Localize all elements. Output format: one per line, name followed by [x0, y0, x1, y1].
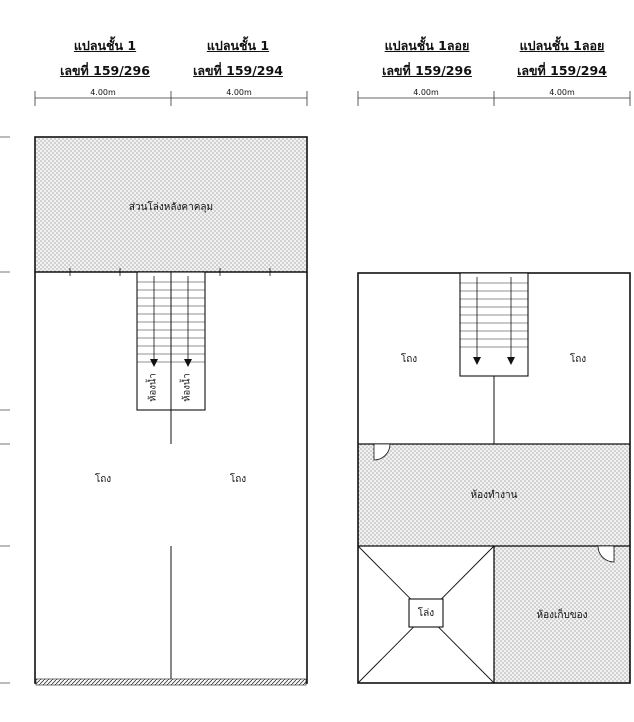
label-hall-ground-left: โถง — [94, 474, 112, 485]
rear-yard-area — [35, 137, 307, 272]
dim-ground-right: 4.00m — [226, 88, 252, 97]
dim-mezz-left: 4.00m — [413, 88, 439, 97]
label-void: โล่ง — [417, 608, 435, 619]
title-mezz-296: แปลนชั้น 1ลอย เลขที่ 159/296 — [367, 36, 487, 81]
label-wc-right: ห้องน้ำ — [181, 373, 193, 402]
stair-treads-ground — [137, 281, 205, 363]
dim-mezz-right: 4.00m — [549, 88, 575, 97]
door-swing-workroom — [373, 443, 391, 461]
storeroom-area — [494, 546, 630, 683]
title-ground-294-line2: เลขที่ 159/294 — [193, 63, 283, 78]
dim-ground-left: 4.00m — [90, 88, 116, 97]
void-area — [357, 545, 495, 684]
title-mezz-294-line2: เลขที่ 159/294 — [517, 63, 607, 78]
mezzanine-plan — [357, 272, 631, 684]
dimension-line-ground — [34, 91, 308, 106]
dimension-line-mezzanine — [357, 91, 631, 106]
label-hall-mezz-left: โถง — [400, 354, 418, 365]
label-wc-left: ห้องน้ำ — [147, 373, 159, 402]
title-ground-294-line1: แปลนชั้น 1 — [206, 38, 270, 53]
workroom-area — [358, 444, 630, 546]
stair-block-mezzanine — [459, 272, 529, 377]
front-threshold — [35, 678, 307, 686]
title-ground-296-line1: แปลนชั้น 1 — [73, 38, 137, 53]
title-mezz-294: แปลนชั้น 1ลอย เลขที่ 159/294 — [502, 36, 622, 81]
title-ground-296: แปลนชั้น 1 เลขที่ 159/296 — [45, 36, 165, 81]
label-workroom: ห้องทำงาน — [470, 490, 518, 501]
side-dimension-ticks — [0, 136, 10, 684]
label-storeroom: ห้องเก็บของ — [536, 610, 588, 621]
label-hall-mezz-right: โถง — [569, 354, 587, 365]
title-mezz-294-line1: แปลนชั้น 1ลอย — [519, 38, 605, 53]
title-ground-294: แปลนชั้น 1 เลขที่ 159/294 — [178, 36, 298, 81]
label-hall-ground-right: โถง — [229, 474, 247, 485]
stair-treads-mezzanine — [460, 282, 528, 348]
ground-floor-plan — [34, 136, 308, 686]
label-rear-yard: ส่วนโล่งหลังคาคลุม — [128, 202, 214, 213]
title-mezz-296-line2: เลขที่ 159/296 — [382, 63, 472, 78]
door-swing-storeroom — [597, 545, 615, 563]
title-mezz-296-line1: แปลนชั้น 1ลอย — [384, 38, 470, 53]
title-ground-296-line2: เลขที่ 159/296 — [60, 63, 150, 78]
